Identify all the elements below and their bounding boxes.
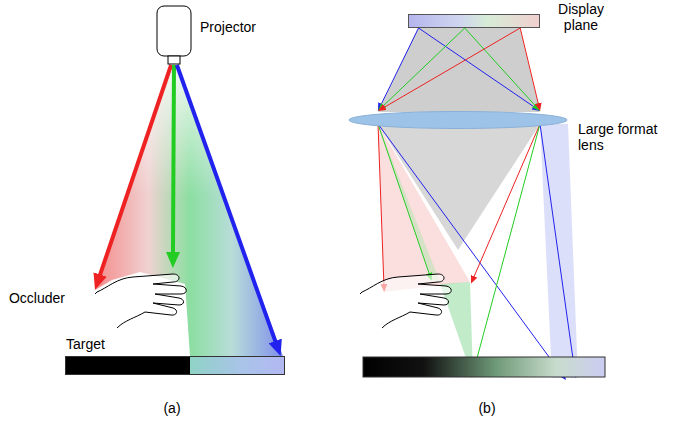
light-ray <box>173 65 174 258</box>
light-ray <box>378 124 384 287</box>
projector-lens <box>168 56 180 64</box>
light-fan <box>95 65 283 356</box>
light-ray <box>520 28 539 106</box>
display-plane: Display plane <box>408 14 540 28</box>
hand-outline <box>360 274 451 328</box>
projector-box: Projector <box>156 5 192 65</box>
node-label: Target <box>66 336 146 352</box>
light-ray <box>473 124 540 279</box>
hand-occluder: Occluder <box>95 268 190 330</box>
ray-cone <box>378 28 540 112</box>
projector-outline <box>156 5 192 65</box>
panel-label: (a) <box>163 400 180 416</box>
hand-occluder <box>360 274 451 328</box>
red-wedge <box>378 124 470 292</box>
light-ray <box>419 28 536 108</box>
lens-ellipse <box>349 112 567 129</box>
node-label: Projector <box>200 19 280 35</box>
target-bar <box>363 357 605 377</box>
light-ray <box>473 124 540 373</box>
light-ray <box>378 124 563 376</box>
large-format-lens: Large format lens <box>348 111 568 129</box>
blue-wedge <box>540 124 578 378</box>
hand-drawing <box>95 268 190 330</box>
light-ray <box>98 65 171 280</box>
projector-body <box>157 6 191 56</box>
light-fan-fade <box>95 65 283 356</box>
light-ray <box>177 65 277 347</box>
panel-label: (b) <box>478 400 495 416</box>
target-bar: Target <box>65 356 285 375</box>
light-ray <box>540 124 575 373</box>
node-label: Display plane <box>551 1 611 33</box>
light-ray <box>380 28 418 107</box>
light-ray <box>382 28 520 108</box>
node-label: Large format lens <box>578 121 668 153</box>
hand-outline <box>95 274 186 328</box>
lens-outline <box>348 111 568 129</box>
light-ray <box>378 124 430 276</box>
green-wedge <box>378 124 440 282</box>
node-label: Occluder <box>3 290 65 306</box>
